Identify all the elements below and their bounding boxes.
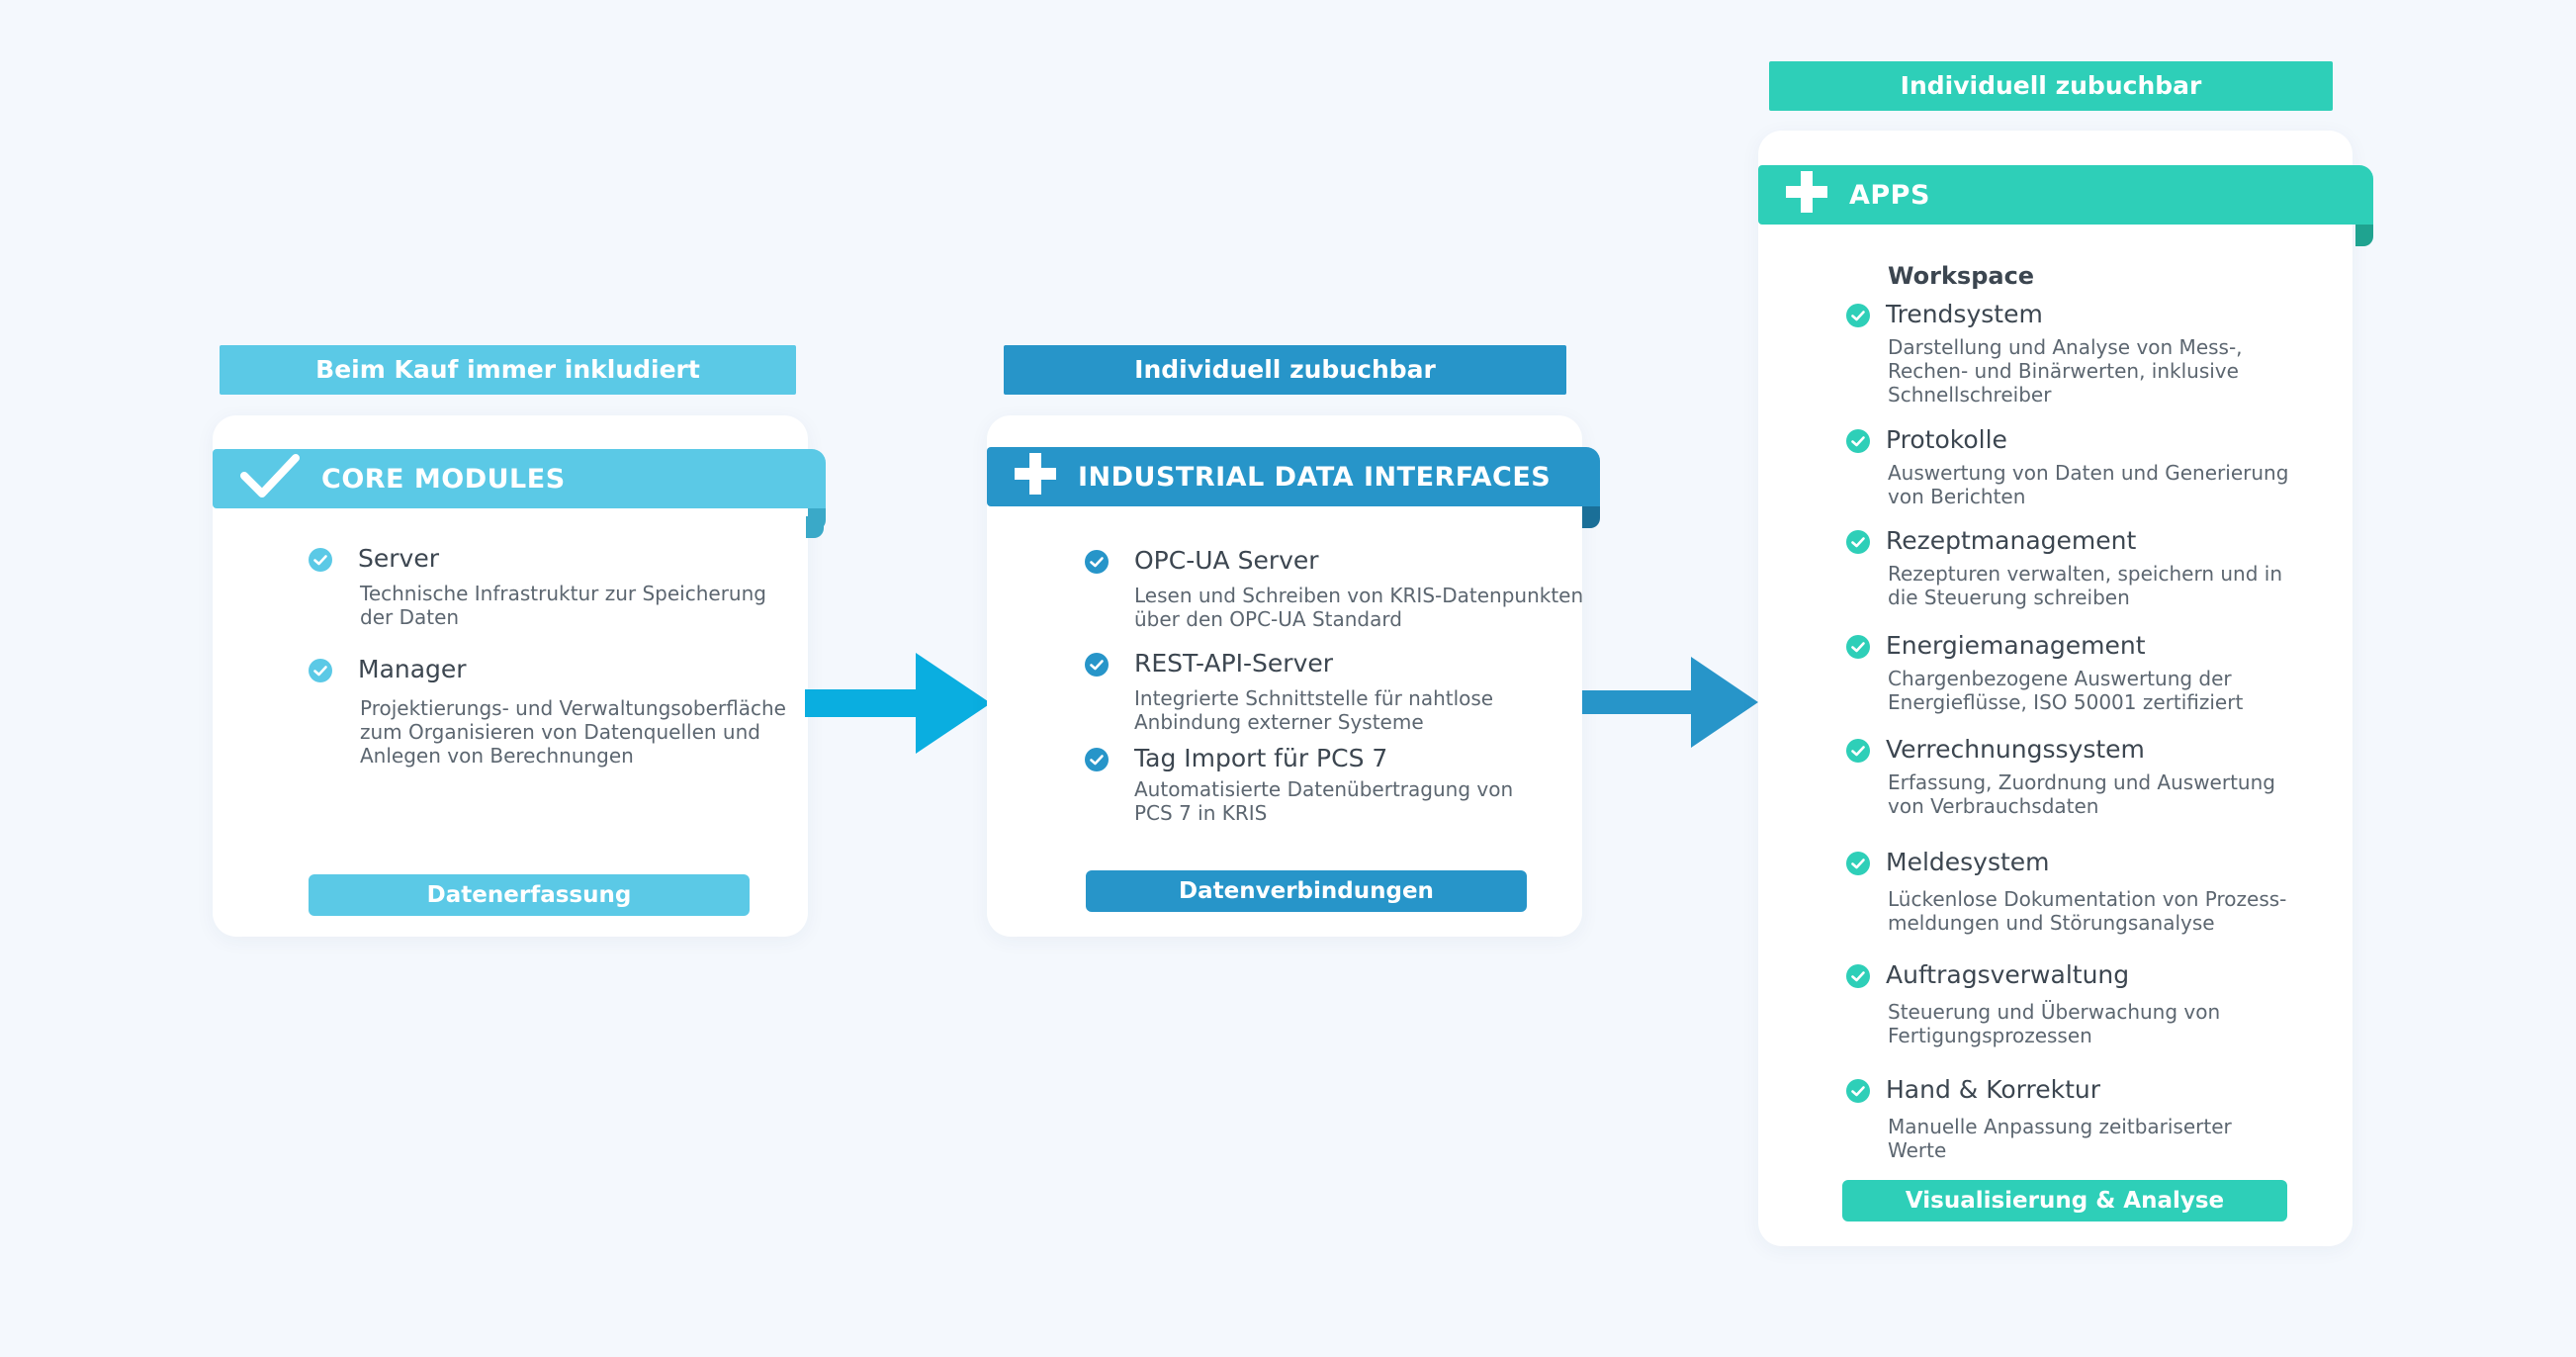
item-description: Chargenbezogene Auswertung der Energiefl… <box>1888 667 2244 714</box>
industrial-data-interfaces-ribbon: INDUSTRIAL DATA INTERFACES <box>987 447 1600 506</box>
item-title: Server <box>358 544 439 573</box>
ribbon-fold <box>2355 225 2373 246</box>
item-description: Integrierte Schnittstelle für nahtlose A… <box>1134 686 1494 734</box>
plus-icon <box>1015 452 1056 501</box>
item-title: Meldesystem <box>1886 848 2050 876</box>
item-description: Technische Infrastruktur zur Speicherung… <box>360 582 766 629</box>
item-description: Lückenlose Dokumentation von Prozess-mel… <box>1888 887 2287 935</box>
item-title: Manager <box>358 655 467 683</box>
tag-optional-apps: Individuell zubuchbar <box>1769 61 2333 111</box>
check-circle-icon <box>1846 304 1870 327</box>
core-modules-ribbon: CORE MODULES <box>213 449 826 508</box>
apps-ribbon: APPS <box>1758 165 2373 225</box>
item-description: Projektierungs- und Verwaltungsoberfläch… <box>360 696 786 768</box>
item-description: Rezepturen verwalten, speichern und in d… <box>1888 562 2283 609</box>
item-description: Auswertung von Daten und Generierung von… <box>1888 461 2289 508</box>
item-title: Verrechnungssystem <box>1886 735 2145 764</box>
flow-arrow-1 <box>805 653 993 758</box>
item-description: Lesen und Schreiben von KRIS-Datenpunkte… <box>1134 584 1584 631</box>
footer-pill-datenerfassung: Datenerfassung <box>309 874 750 916</box>
flow-arrow-2 <box>1582 657 1760 752</box>
item-title: Auftragsverwaltung <box>1886 960 2130 989</box>
item-title: Hand & Korrektur <box>1886 1075 2101 1104</box>
item-title: OPC-UA Server <box>1134 546 1319 575</box>
check-circle-icon <box>1846 1079 1870 1103</box>
check-icon <box>240 453 300 504</box>
item-title: Rezeptmanagement <box>1886 526 2137 555</box>
tag-optional-interfaces: Individuell zubuchbar <box>1004 345 1566 395</box>
item-title: Trendsystem <box>1886 300 2043 328</box>
check-circle-icon <box>1085 653 1109 677</box>
check-circle-icon <box>1846 530 1870 554</box>
item-description: Manuelle Anpassung zeitbariserter Werte <box>1888 1115 2232 1162</box>
item-description: Darstellung und Analyse von Mess-, Reche… <box>1888 335 2243 407</box>
item-title: REST-API-Server <box>1134 649 1334 678</box>
core-modules-title: CORE MODULES <box>321 463 566 495</box>
check-circle-icon <box>1846 635 1870 659</box>
tag-core-included: Beim Kauf immer inkludiert <box>220 345 796 395</box>
ribbon-fold <box>808 508 826 530</box>
check-circle-icon <box>1846 429 1870 453</box>
plus-icon <box>1786 170 1827 220</box>
check-circle-icon <box>1846 964 1870 988</box>
ribbon-fold <box>1582 506 1600 528</box>
apps-title: APPS <box>1849 179 1930 211</box>
item-title: Tag Import für PCS 7 <box>1134 744 1388 772</box>
check-circle-icon <box>309 548 332 572</box>
footer-pill-visualisierung: Visualisierung & Analyse <box>1842 1180 2287 1221</box>
check-circle-icon <box>1085 748 1109 771</box>
check-circle-icon <box>1846 739 1870 763</box>
industrial-data-interfaces-title: INDUSTRIAL DATA INTERFACES <box>1078 461 1552 493</box>
item-title: Protokolle <box>1886 425 2007 454</box>
check-circle-icon <box>1846 852 1870 875</box>
item-title: Energiemanagement <box>1886 631 2146 660</box>
check-circle-icon <box>1085 550 1109 574</box>
item-description: Automatisierte Datenübertragung von PCS … <box>1134 777 1514 825</box>
footer-pill-datenverbindungen: Datenverbindungen <box>1086 870 1527 912</box>
item-description: Erfassung, Zuordnung und Auswertung von … <box>1888 770 2275 818</box>
check-circle-icon <box>309 659 332 682</box>
item-description: Steuerung und Überwachung von Fertigungs… <box>1888 1000 2221 1047</box>
section-title-workspace: Workspace <box>1888 262 2035 290</box>
